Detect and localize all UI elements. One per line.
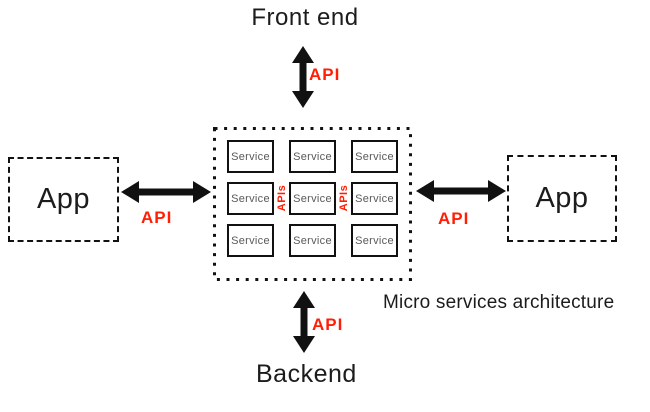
double-arrow-horizontal-right-icon bbox=[416, 178, 506, 204]
service-box: Service bbox=[227, 224, 274, 257]
double-arrow-vertical-bottom-icon bbox=[291, 291, 317, 353]
double-arrow-vertical-top-icon bbox=[290, 46, 316, 108]
service-label: Service bbox=[231, 192, 270, 205]
app-box-left: App bbox=[8, 157, 119, 242]
service-box: Service bbox=[351, 140, 398, 173]
service-label: Service bbox=[231, 234, 270, 247]
diagram-title: Micro services architecture bbox=[383, 292, 615, 313]
service-label: Service bbox=[355, 150, 394, 163]
front-end-label: Front end bbox=[251, 4, 359, 31]
service-box: Service bbox=[227, 140, 274, 173]
app-label-right: App bbox=[535, 182, 589, 214]
service-label: Service bbox=[355, 192, 394, 205]
service-label: Service bbox=[293, 192, 332, 205]
apis-label-left: APIs bbox=[276, 184, 288, 212]
api-label-bottom: API bbox=[312, 315, 344, 334]
dotted-border bbox=[213, 127, 412, 281]
api-label-top: API bbox=[309, 65, 341, 84]
service-label: Service bbox=[355, 234, 394, 247]
api-label-left: API bbox=[141, 208, 173, 227]
service-box: Service bbox=[289, 224, 336, 257]
app-label-left: App bbox=[36, 183, 91, 215]
service-box: Service bbox=[289, 140, 336, 173]
app-box-right: App bbox=[507, 155, 617, 242]
double-arrow-horizontal-left-icon bbox=[121, 179, 211, 205]
services-cluster: Service Service Service Service Service … bbox=[213, 127, 412, 281]
service-label: Service bbox=[293, 234, 332, 247]
backend-label: Backend bbox=[256, 360, 357, 388]
service-label: Service bbox=[231, 150, 270, 163]
services-grid: Service Service Service Service Service … bbox=[227, 140, 398, 257]
service-label: Service bbox=[293, 150, 332, 163]
service-box: Service bbox=[351, 224, 398, 257]
service-box: Service bbox=[289, 182, 336, 215]
service-box: Service bbox=[227, 182, 274, 215]
service-box: Service bbox=[351, 182, 398, 215]
api-label-right: API bbox=[438, 209, 470, 228]
apis-label-right: APIs bbox=[338, 184, 350, 212]
